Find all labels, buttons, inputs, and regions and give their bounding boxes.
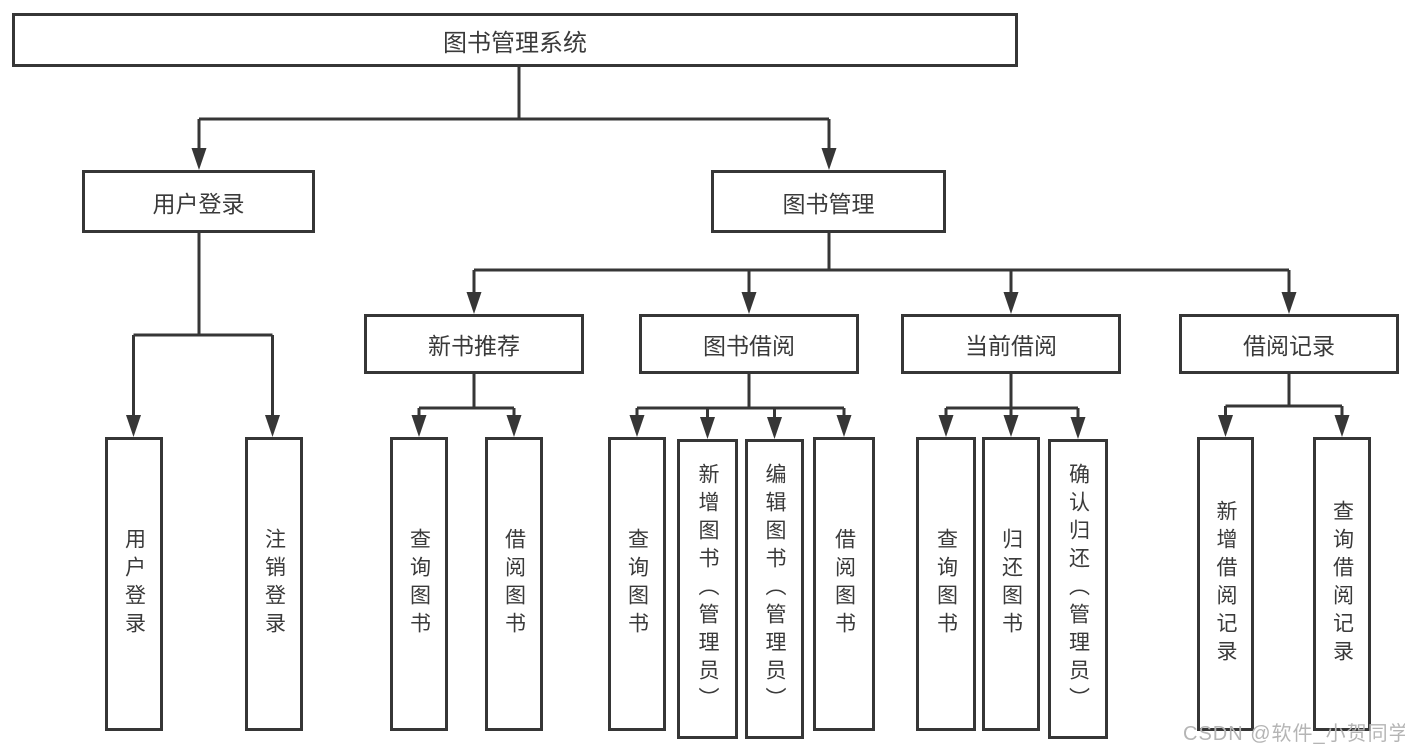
leaf-return-book: 归还图书 [982, 437, 1040, 731]
leaf-query-book-1-label: 查询图书 [407, 528, 431, 640]
arrow-down-icon [821, 148, 837, 170]
leaf-add-book-admin-label: 新增图书（管理员） [696, 463, 719, 715]
arrowheads [126, 148, 1350, 439]
leaf-query-book-3: 查询图书 [916, 437, 976, 731]
arrow-down-icon [836, 415, 852, 437]
arrow-down-icon [629, 415, 645, 437]
arrow-down-icon [1334, 415, 1350, 437]
leaf-query-borrow-record: 查询借阅记录 [1313, 437, 1371, 731]
csdn-watermark: CSDN @软件_小贺同学 [1183, 723, 1405, 745]
arrow-down-icon [1003, 415, 1019, 437]
connector-root-split [197, 67, 831, 150]
arrow-down-icon [767, 417, 782, 439]
arrow-down-icon [411, 415, 427, 437]
arrow-down-icon [1281, 292, 1297, 314]
leaf-user-login-label: 用户登录 [122, 528, 146, 640]
leaf-add-book-admin: 新增图书（管理员） [677, 439, 738, 739]
node-root: 图书管理系统 [12, 13, 1018, 67]
arrow-down-icon [191, 148, 207, 170]
leaf-logout-label: 注销登录 [262, 528, 286, 640]
arrow-down-icon [1003, 292, 1019, 314]
leaf-borrow-book-2-label: 借阅图书 [832, 528, 856, 640]
arrow-down-icon [1070, 417, 1086, 439]
leaf-edit-book-admin: 编辑图书（管理员） [745, 439, 804, 739]
leaf-borrow-book-1-label: 借阅图书 [502, 528, 526, 640]
leaf-confirm-return-admin: 确认归还（管理员） [1048, 439, 1108, 739]
node-new-book-recommend: 新书推荐 [364, 314, 584, 374]
node-borrow-records-label: 借阅记录 [1243, 333, 1335, 359]
leaf-query-book-2-label: 查询图书 [625, 528, 649, 640]
connector-lines [132, 67, 1344, 419]
leaf-borrow-book-2: 借阅图书 [813, 437, 875, 731]
leaf-query-book-3-label: 查询图书 [934, 528, 958, 640]
arrow-down-icon [1218, 415, 1233, 437]
arrow-down-icon [265, 415, 280, 437]
connector-new-book-split [417, 374, 516, 417]
leaf-query-book-2: 查询图书 [608, 437, 666, 731]
arrow-down-icon [700, 417, 715, 439]
arrow-down-icon [938, 415, 954, 437]
leaf-confirm-return-admin-label: 确认归还（管理员） [1066, 463, 1090, 715]
node-new-book-recommend-label: 新书推荐 [428, 333, 520, 359]
node-current-borrow: 当前借阅 [901, 314, 1121, 374]
leaf-user-login: 用户登录 [105, 437, 163, 731]
node-book-management-label: 图书管理 [782, 190, 875, 217]
arrow-down-icon [741, 292, 757, 314]
connector-borrow-records-split [1224, 374, 1344, 417]
node-borrow-records: 借阅记录 [1179, 314, 1399, 374]
leaf-edit-book-admin-label: 编辑图书（管理员） [763, 463, 786, 715]
node-user-login: 用户登录 [82, 170, 315, 233]
node-root-label: 图书管理系统 [443, 29, 587, 57]
leaf-add-borrow-record-label: 新增借阅记录 [1214, 500, 1237, 668]
leaf-query-borrow-record-label: 查询借阅记录 [1330, 500, 1354, 668]
leaf-query-book-1: 查询图书 [390, 437, 448, 731]
leaf-logout: 注销登录 [245, 437, 303, 731]
node-book-management: 图书管理 [711, 170, 946, 233]
leaf-add-borrow-record: 新增借阅记录 [1197, 437, 1254, 731]
arrow-down-icon [466, 292, 482, 314]
leaf-return-book-label: 归还图书 [999, 528, 1023, 640]
connector-book-management-split [472, 233, 1291, 294]
leaf-borrow-book-1: 借阅图书 [485, 437, 543, 731]
connector-user-login-split [132, 233, 274, 417]
connector-current-borrow-split [944, 374, 1080, 419]
node-book-borrow-label: 图书借阅 [703, 333, 795, 359]
node-current-borrow-label: 当前借阅 [965, 333, 1057, 359]
connector-book-borrow-split [635, 374, 846, 419]
arrow-down-icon [126, 415, 141, 437]
arrow-down-icon [506, 415, 522, 437]
node-book-borrow: 图书借阅 [639, 314, 859, 374]
node-user-login-label: 用户登录 [152, 190, 245, 217]
